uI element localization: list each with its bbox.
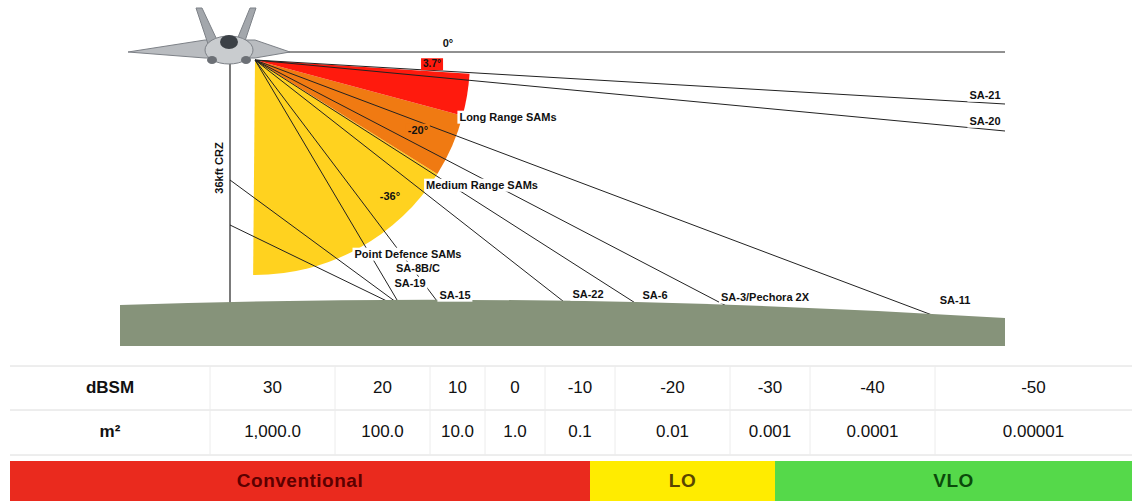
table-rule bbox=[210, 366, 211, 455]
table-rule bbox=[10, 366, 1132, 367]
table-rule bbox=[810, 366, 811, 455]
diagram-label: Point Defence SAMs bbox=[353, 248, 464, 261]
diagram-label: SA-21 bbox=[967, 89, 1002, 102]
horizon-line bbox=[250, 52, 1005, 53]
table-rule bbox=[730, 366, 731, 455]
table-cell: 1,000.0 bbox=[242, 422, 303, 442]
table-cell: -20 bbox=[658, 378, 687, 398]
diagram-label: SA-3/Pechora 2X bbox=[719, 291, 811, 304]
engagement-line bbox=[230, 180, 400, 305]
table-cell: 0 bbox=[508, 378, 521, 398]
diagram-label: Long Range SAMs bbox=[457, 111, 558, 124]
band-label: VLO bbox=[933, 470, 974, 492]
table-rule bbox=[935, 366, 936, 455]
band-label: Conventional bbox=[237, 470, 363, 492]
table-cell: -50 bbox=[1019, 378, 1048, 398]
table-rule bbox=[10, 410, 1132, 411]
table-rule bbox=[430, 366, 431, 455]
table-rule bbox=[10, 455, 1132, 456]
table-cell: dBSM bbox=[84, 378, 136, 398]
engagement-line bbox=[255, 60, 940, 318]
diagram-label: -20° bbox=[406, 124, 430, 137]
table-cell: -40 bbox=[858, 378, 887, 398]
classification-band: Conventional bbox=[10, 461, 590, 501]
diagram-label: 3.7° bbox=[421, 58, 443, 70]
table-cell: 10.0 bbox=[439, 422, 476, 442]
engagement-line bbox=[230, 225, 395, 305]
jet-illustration bbox=[128, 8, 290, 64]
diagram-label: 36kft CRZ bbox=[213, 140, 226, 195]
engagement-line bbox=[255, 60, 738, 312]
table-cell: 10 bbox=[446, 378, 469, 398]
table-cell: 30 bbox=[261, 378, 284, 398]
table-rule bbox=[545, 366, 546, 455]
table-rule bbox=[615, 366, 616, 455]
table-cell: -10 bbox=[566, 378, 595, 398]
engagement-line bbox=[255, 60, 568, 305]
classification-band: VLO bbox=[775, 461, 1132, 501]
diagram-label: Medium Range SAMs bbox=[424, 179, 540, 192]
diagram-label: SA-15 bbox=[437, 289, 472, 302]
table-cell: 20 bbox=[371, 378, 394, 398]
diagram-label: SA-6 bbox=[640, 289, 669, 302]
table-cell: 0.01 bbox=[654, 422, 691, 442]
diagram-label: SA-19 bbox=[392, 277, 427, 290]
diagram-label: SA-8B/C bbox=[394, 262, 442, 275]
table-cell: 1.0 bbox=[501, 422, 529, 442]
diagram-label: SA-20 bbox=[967, 115, 1002, 128]
diagram-label: 0° bbox=[441, 37, 456, 50]
engagement-line bbox=[255, 60, 400, 305]
table-rule bbox=[485, 366, 486, 455]
diagram-label: SA-11 bbox=[938, 294, 973, 307]
engagement-line bbox=[255, 60, 1005, 104]
diagram-label: -36° bbox=[378, 190, 402, 203]
table-cell: 0.0001 bbox=[845, 422, 901, 442]
classification-band: LO bbox=[590, 461, 775, 501]
ground bbox=[120, 300, 1005, 346]
table-cell: m² bbox=[98, 422, 123, 442]
table-rule bbox=[335, 366, 336, 455]
table-cell: 0.00001 bbox=[1001, 422, 1066, 442]
band-label: LO bbox=[669, 470, 696, 492]
engagement-line bbox=[255, 60, 1005, 131]
table-cell: 0.1 bbox=[566, 422, 594, 442]
engagement-line bbox=[255, 60, 640, 306]
table-cell: 0.001 bbox=[747, 422, 794, 442]
table-cell: 100.0 bbox=[359, 422, 406, 442]
table-cell: -30 bbox=[756, 378, 785, 398]
diagram-label: SA-22 bbox=[570, 288, 605, 301]
